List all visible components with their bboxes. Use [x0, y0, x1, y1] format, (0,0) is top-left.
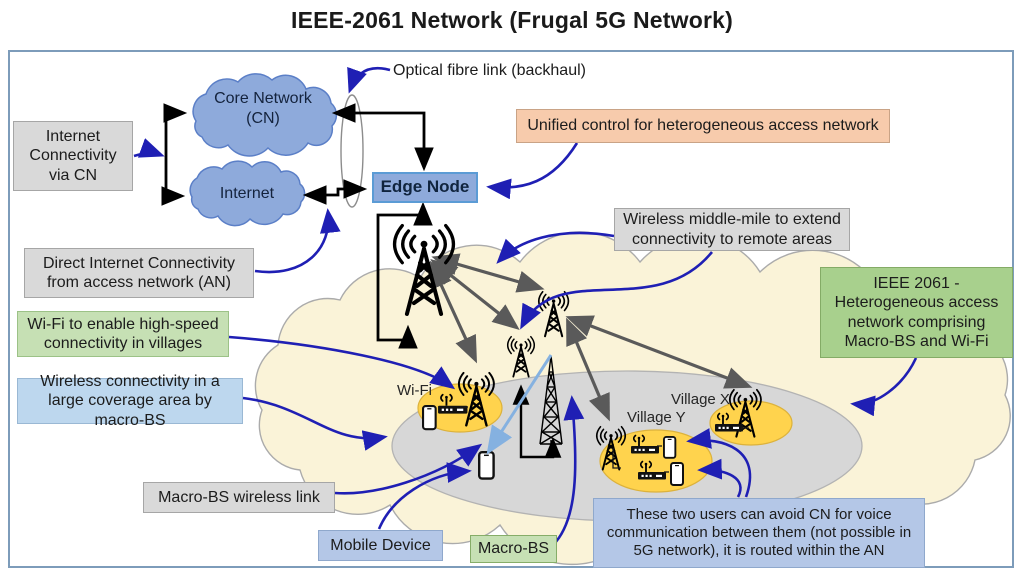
callout-wifi-villages: Wi-Fi to enable high-speed connectivity … [17, 311, 229, 357]
wifi-area-label: Wi-Fi [397, 382, 432, 399]
callout-direct-internet: Direct Internet Connectivity from access… [24, 248, 254, 298]
village-x-label: Village X [671, 391, 730, 408]
diagram-frame [8, 50, 1014, 568]
callout-unified-control: Unified control for heterogeneous access… [516, 109, 890, 143]
wired-links [161, 103, 562, 459]
optical-fibre-label: Optical fibre link (backhaul) [393, 62, 586, 79]
page-title: IEEE-2061 Network (Frugal 5G Network) [291, 7, 733, 33]
middle-mile-links [430, 253, 753, 422]
core-network-label: Core Network (CN) [214, 90, 312, 127]
edge-node: Edge Node [372, 172, 478, 203]
callout-ieee-2061: IEEE 2061 - Heterogeneous access network… [820, 267, 1013, 358]
internet-label: Internet [219, 185, 275, 202]
callout-avoid-cn: These two users can avoid CN for voice c… [593, 498, 925, 568]
callout-macro-bs: Macro-BS [470, 535, 557, 563]
callout-mobile-device: Mobile Device [318, 530, 443, 561]
callout-middle-mile: Wireless middle-mile to extend connectiv… [614, 208, 850, 251]
callout-macro-coverage: Wireless connectivity in a large coverag… [17, 373, 243, 429]
callout-internet-via-cn: Internet Connectivity via CN [13, 121, 133, 191]
local-link-ticks [460, 406, 749, 473]
callout-macro-bs-link: Macro-BS wireless link [143, 482, 335, 513]
annotation-arrows [133, 66, 918, 546]
macro-bs-access-link [486, 354, 553, 455]
village-y-label: Village Y [627, 409, 686, 426]
